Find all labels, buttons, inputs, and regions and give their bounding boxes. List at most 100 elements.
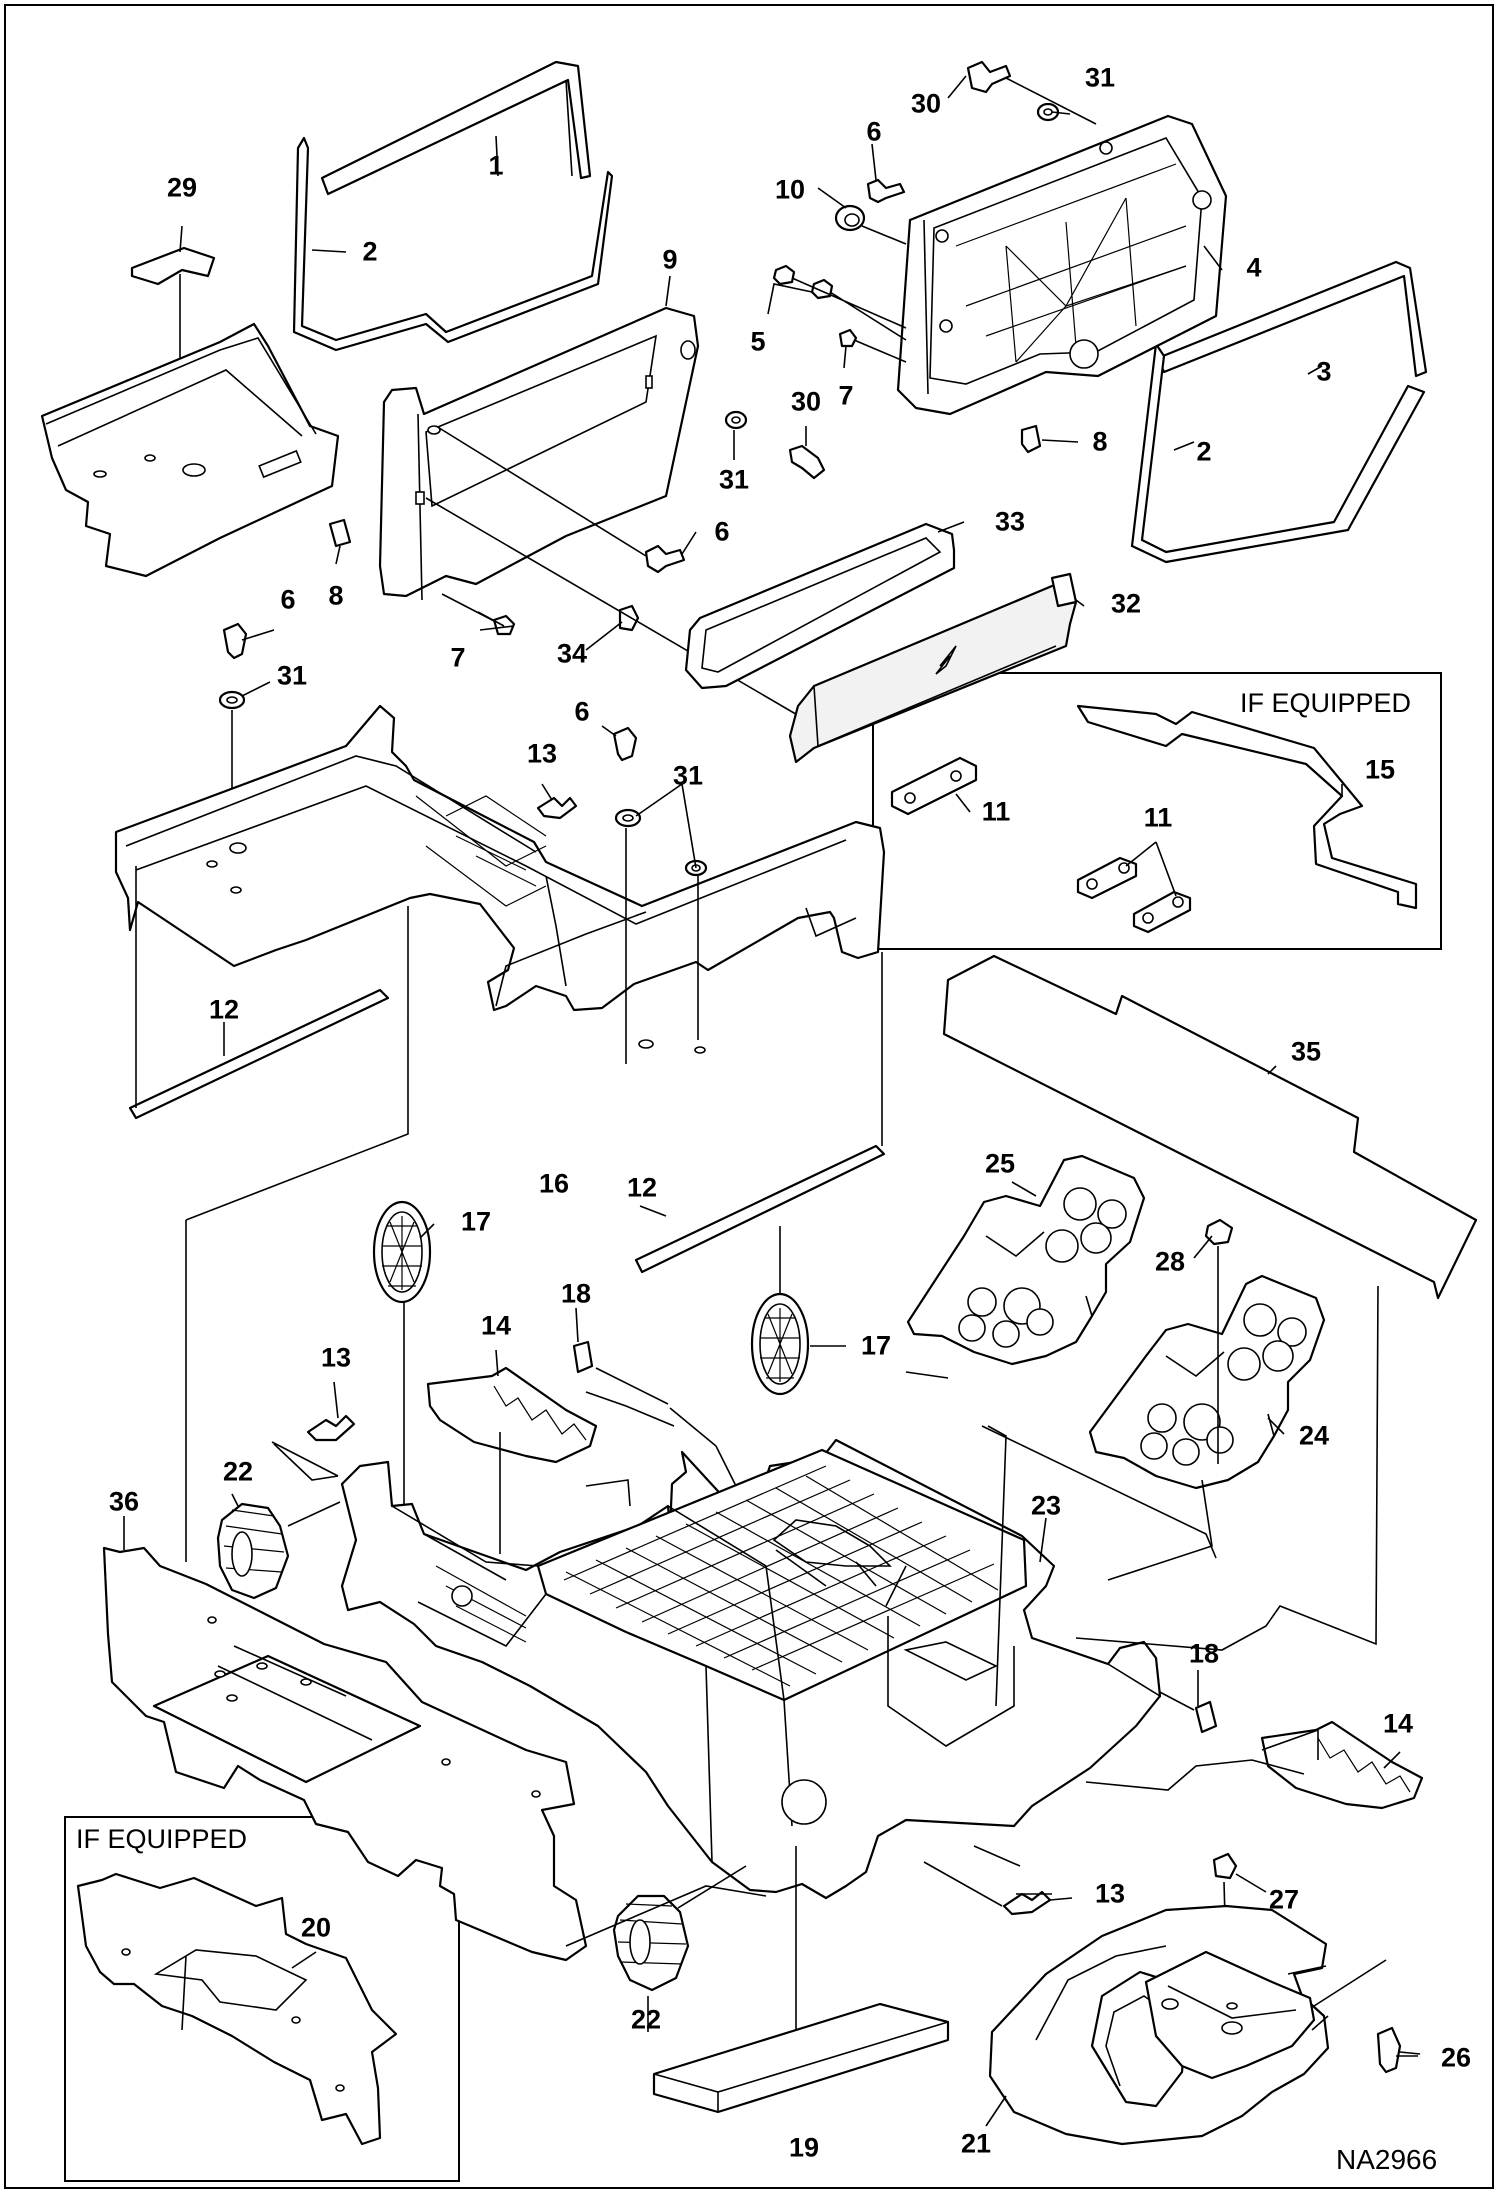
callout-18-left: 18: [560, 1278, 592, 1309]
part-21-wheel-housing: [988, 1904, 1387, 2146]
part-12-strip-left: [128, 988, 390, 1120]
part-1-seal-strip: [320, 60, 592, 196]
callout-4: 4: [1246, 252, 1262, 283]
callout-13-bottom: 13: [1094, 1878, 1126, 1909]
callout-33: 33: [994, 506, 1026, 537]
callout-10: 10: [774, 174, 806, 205]
screw-7-top: [838, 328, 907, 363]
callout-3: 3: [1316, 356, 1332, 387]
callout-31-center: 31: [672, 760, 704, 791]
part-25-pedal: [906, 1154, 1146, 1366]
callout-21: 21: [960, 2128, 992, 2159]
part-15-strip: [1076, 704, 1418, 910]
part-20-bracket: [76, 1872, 398, 2146]
callout-14-left: 14: [480, 1310, 512, 1341]
callout-22-bottom: 22: [630, 2004, 662, 2035]
callout-22-left: 22: [222, 1456, 254, 1487]
part-28-nut: [1204, 1218, 1234, 1464]
part-18-stop-left: [572, 1340, 669, 1405]
callout-25: 25: [984, 1148, 1016, 1179]
part-33-gasket: [684, 522, 956, 690]
part-2-seal-left: [292, 136, 614, 352]
if-equipped-inset-bottom: [64, 1816, 460, 2182]
if-equipped-label-top: IF EQUIPPED: [1240, 688, 1412, 718]
screw-7-mid: [441, 593, 516, 636]
exploded-view-drawing: [40, 60, 1478, 2146]
washer-31-center-a: [614, 808, 642, 1064]
callout-2-right: 2: [1196, 436, 1212, 467]
part-22-boot-left: [216, 1501, 341, 1600]
callout-23: 23: [1030, 1490, 1062, 1521]
part-18-stop-right: [1155, 1689, 1218, 1734]
drawing-id: NA2966: [1336, 2144, 1438, 2175]
callout-32: 32: [1110, 588, 1142, 619]
part-14-step-right: [1260, 1720, 1424, 1810]
part-11-plate-c: [1132, 890, 1192, 934]
screw-6-top: [866, 178, 906, 204]
callout-6-left: 6: [280, 584, 296, 615]
callout-26: 26: [1440, 2042, 1472, 2073]
callout-29: 29: [166, 172, 198, 203]
part-12-strip-right: [634, 1144, 886, 1274]
if-equipped-inset-top: [872, 672, 1442, 950]
part-10-grommet: [834, 204, 907, 245]
screw-6-left: [222, 622, 248, 660]
callout-15: 15: [1364, 754, 1396, 785]
bolt-13-left: [271, 1414, 356, 1477]
callout-5: 5: [750, 326, 766, 357]
callout-8-right: 8: [1092, 426, 1108, 457]
callout-31-top: 31: [1084, 62, 1116, 93]
callout-34: 34: [556, 638, 588, 669]
callout-6-center: 6: [574, 696, 590, 727]
callout-1: 1: [488, 150, 504, 181]
part-35-panel: [942, 954, 1478, 1300]
part-26-bolt: [1376, 2026, 1418, 2074]
bolt-30-mid: [788, 444, 826, 480]
part-9-side-cover: [378, 306, 700, 601]
callout-6-mid: 6: [714, 516, 730, 547]
callout-35: 35: [1290, 1036, 1322, 1067]
part-11-plate-a: [890, 756, 978, 816]
part-24-pedal: [1088, 1274, 1326, 1490]
callout-17-right: 17: [860, 1330, 892, 1361]
clip-8-right: [1020, 424, 1042, 454]
fastener-30-top: [966, 60, 1097, 125]
callout-13-left: 13: [320, 1342, 352, 1373]
part-4-rear-panel: [896, 114, 1228, 416]
nuts-5: [772, 264, 907, 341]
screw-6-mid: [435, 425, 686, 574]
left-floor-panel: [40, 322, 340, 578]
callout-30-mid: 30: [790, 386, 822, 417]
part-2-seal-right: [1130, 342, 1426, 564]
assembly-lines: [135, 866, 1379, 1947]
callout-12-right: 12: [626, 1172, 658, 1203]
callout-31-left: 31: [276, 660, 308, 691]
part-14-step-left: [426, 1366, 598, 1554]
callout-13-top: 13: [526, 738, 558, 769]
part-22-boot-bottom: [612, 1865, 747, 2032]
callout-11-left: 11: [981, 796, 1011, 827]
callout-31-mid: 31: [718, 464, 750, 495]
part-16-upper-pan: [114, 704, 886, 1054]
part-36-side-panel: [102, 1018, 588, 1962]
bolt-13-top: [536, 796, 578, 820]
clip-8-left: [328, 518, 352, 548]
part-3-frame-right: [1156, 260, 1428, 378]
part-19-pad: [652, 2002, 950, 2114]
callout-18-right: 18: [1188, 1638, 1220, 1669]
part-17-grommet-right: [750, 1226, 810, 1396]
parts-diagram-sheet: IF EQUIPPED IF EQUIPPED NA2966 1 2 2 3 4…: [4, 4, 1494, 2189]
screw-6-center: [612, 726, 638, 762]
callout-16: 16: [538, 1168, 570, 1199]
part-19-floor-pan: [340, 1438, 1162, 2040]
leader-lines: [123, 75, 1421, 2127]
washer-31-mid: [724, 410, 748, 430]
callout-2-left: 2: [362, 236, 378, 267]
callout-19: 19: [788, 2132, 820, 2163]
callout-30-top: 30: [910, 88, 942, 119]
if-equipped-label-bottom: IF EQUIPPED: [76, 1824, 248, 1854]
callout-27: 27: [1268, 1884, 1300, 1915]
callout-11-right: 11: [1143, 802, 1173, 833]
callout-24: 24: [1298, 1420, 1330, 1451]
callout-17-left: 17: [460, 1206, 492, 1237]
